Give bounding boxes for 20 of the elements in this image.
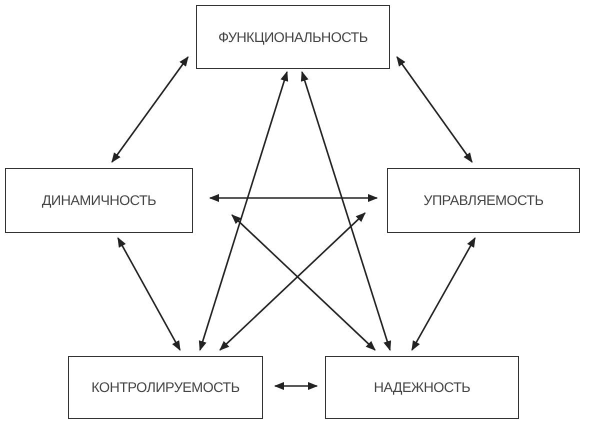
double-arrow bbox=[209, 194, 378, 202]
double-arrow bbox=[117, 237, 181, 351]
double-arrow bbox=[111, 56, 189, 163]
concept-label: НАДЕЖНОСТЬ bbox=[374, 378, 470, 397]
concept-box bbox=[387, 168, 580, 233]
double-arrow bbox=[274, 382, 318, 390]
double-arrow bbox=[396, 56, 473, 163]
concept-box bbox=[68, 356, 263, 419]
concept-label: КОНТРОЛИРУЕМОСТЬ bbox=[91, 378, 240, 397]
double-arrow bbox=[231, 214, 376, 351]
concept-box bbox=[325, 356, 519, 419]
double-arrow bbox=[198, 71, 288, 351]
concept-label: ДИНАМИЧНОСТЬ bbox=[42, 191, 156, 210]
double-arrow bbox=[219, 212, 366, 351]
double-arrow bbox=[411, 237, 476, 351]
double-arrow bbox=[300, 71, 392, 351]
concept-box bbox=[196, 5, 390, 69]
concept-label: ФУНКЦИОНАЛЬНОСТЬ bbox=[218, 28, 368, 47]
concept-label: УПРАВЛЯЕМОСТЬ bbox=[424, 191, 544, 210]
concept-box bbox=[5, 168, 193, 233]
